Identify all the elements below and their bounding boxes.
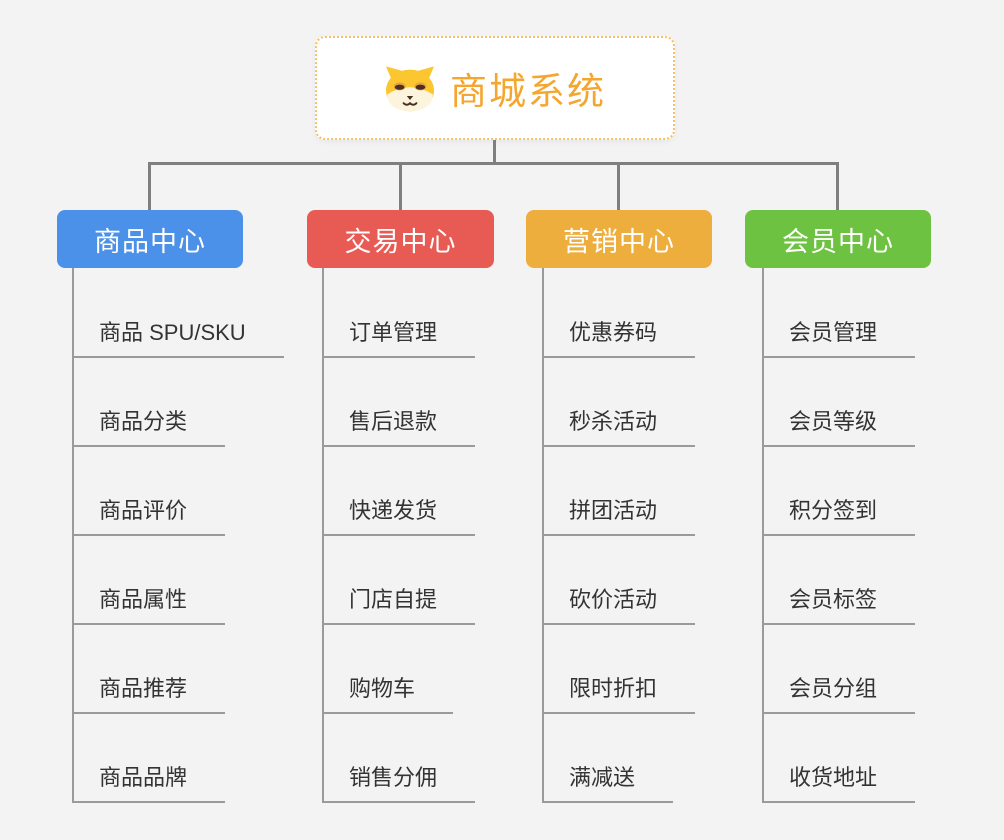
leaf-node[interactable]: 订单管理 xyxy=(322,319,476,358)
leaf-node[interactable]: 销售分佣 xyxy=(322,764,476,803)
leaf-node[interactable]: 商品分类 xyxy=(72,408,226,447)
branch-node-trade-center[interactable]: 交易中心 xyxy=(307,210,494,268)
leaf-node[interactable]: 积分签到 xyxy=(762,497,916,536)
leaf-node[interactable]: 秒杀活动 xyxy=(542,408,696,447)
branch-node-product-center[interactable]: 商品中心 xyxy=(57,210,243,268)
leaf-node[interactable]: 门店自提 xyxy=(322,586,476,625)
connector-branch-stem xyxy=(617,162,620,210)
leaf-node[interactable]: 限时折扣 xyxy=(542,675,696,714)
connector-branch-stem xyxy=(148,162,151,210)
leaf-node[interactable]: 商品品牌 xyxy=(72,764,226,803)
leaf-node[interactable]: 会员分组 xyxy=(762,675,916,714)
leaf-node[interactable]: 会员标签 xyxy=(762,586,916,625)
leaf-node[interactable]: 购物车 xyxy=(322,675,454,714)
leaf-node[interactable]: 快递发货 xyxy=(322,497,476,536)
branch-node-member-center[interactable]: 会员中心 xyxy=(745,210,931,268)
root-node-title: 商城系统 xyxy=(450,71,606,112)
connector-horizontal-bar xyxy=(148,162,839,165)
leaf-node[interactable]: 收货地址 xyxy=(762,764,916,803)
leaf-node[interactable]: 商品评价 xyxy=(72,497,226,536)
leaf-node[interactable]: 砍价活动 xyxy=(542,586,696,625)
dog-face-icon xyxy=(386,66,434,112)
leaf-node[interactable]: 会员等级 xyxy=(762,408,916,447)
leaf-node[interactable]: 商品属性 xyxy=(72,586,226,625)
connector-root-stem xyxy=(493,140,496,164)
leaf-node[interactable]: 满减送 xyxy=(542,764,674,803)
leaf-node[interactable]: 商品 SPU/SKU xyxy=(72,319,284,358)
root-node-mall-system[interactable]: 商城系统 xyxy=(315,36,675,140)
connector-branch-stem xyxy=(836,162,839,210)
leaf-node[interactable]: 会员管理 xyxy=(762,319,916,358)
leaf-node[interactable]: 优惠券码 xyxy=(542,319,696,358)
leaf-node[interactable]: 拼团活动 xyxy=(542,497,696,536)
leaf-node[interactable]: 商品推荐 xyxy=(72,675,226,714)
leaf-node[interactable]: 售后退款 xyxy=(322,408,476,447)
branch-node-marketing-center[interactable]: 营销中心 xyxy=(526,210,712,268)
connector-branch-stem xyxy=(399,162,402,210)
